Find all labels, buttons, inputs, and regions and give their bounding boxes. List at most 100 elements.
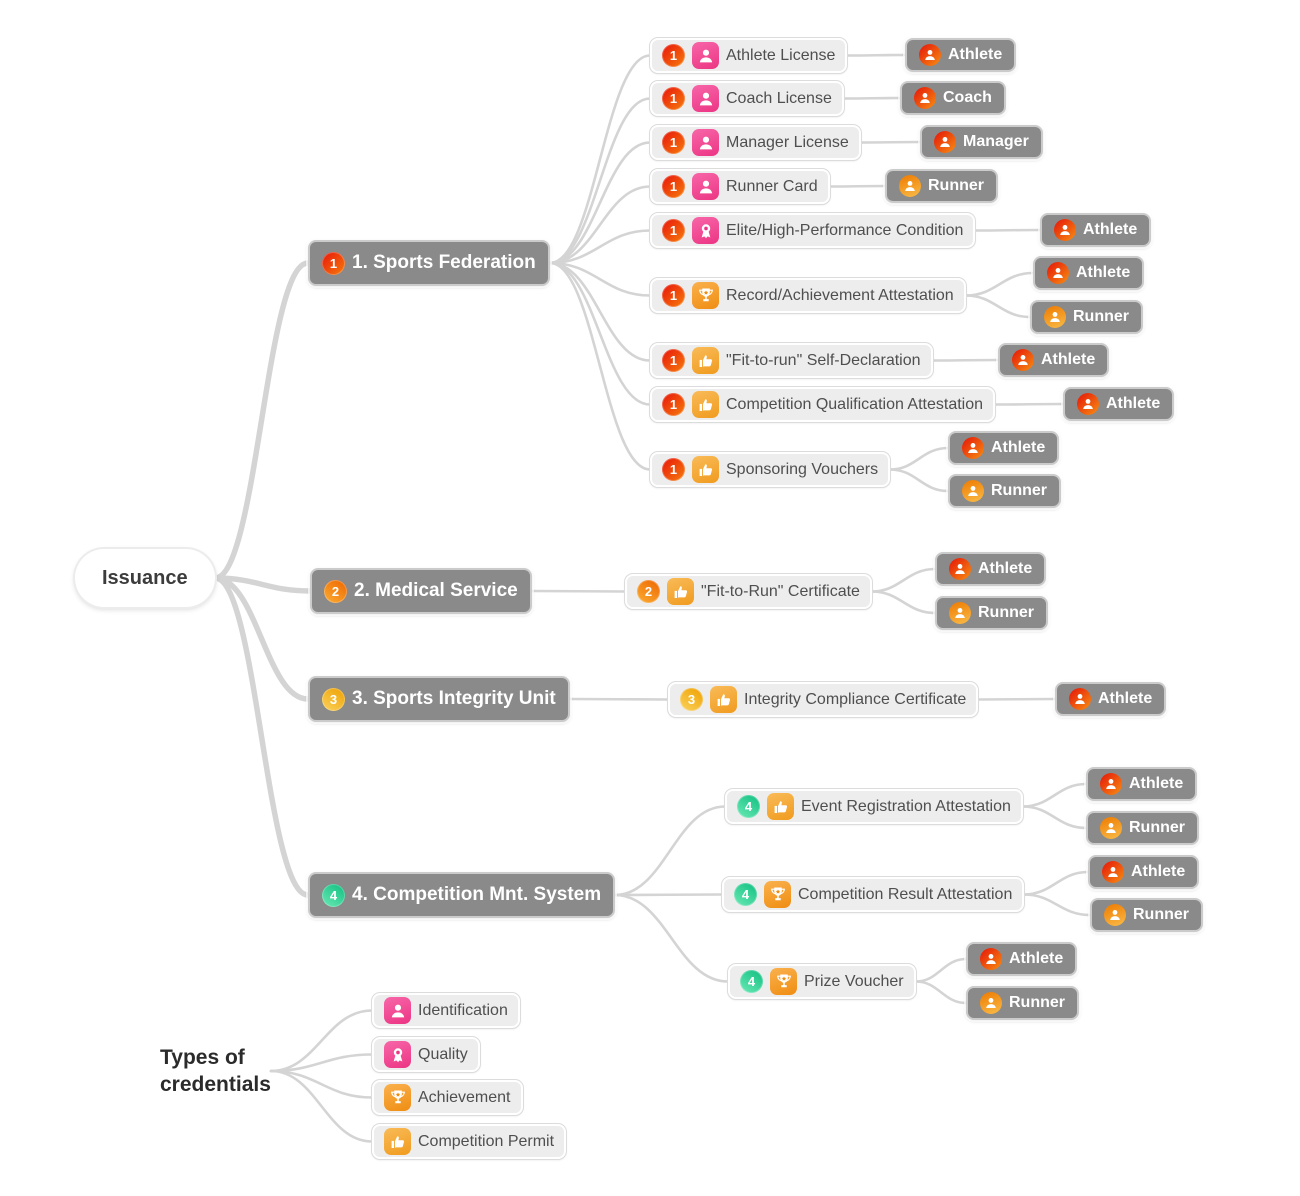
- node-prize-voucher[interactable]: 4 Prize Voucher: [728, 964, 916, 999]
- role-node-athlete[interactable]: Athlete: [1063, 387, 1175, 421]
- step-badge: 1: [662, 349, 685, 372]
- user-icon: [962, 480, 984, 502]
- user-icon: [980, 992, 1002, 1014]
- user-icon: [1077, 393, 1099, 415]
- node-label: Athlete License: [726, 46, 836, 64]
- achievement-icon: [692, 282, 719, 309]
- role-node-runner[interactable]: Runner: [948, 474, 1061, 508]
- role-node-athlete[interactable]: Athlete: [905, 38, 1017, 72]
- user-icon: [949, 558, 971, 580]
- role-node-runner[interactable]: Runner: [1030, 300, 1143, 334]
- identification-icon: [384, 997, 411, 1024]
- quality-icon: [384, 1041, 411, 1068]
- user-icon: [934, 131, 956, 153]
- role-label: Runner: [1133, 906, 1189, 923]
- node-label: Event Registration Attestation: [801, 797, 1011, 815]
- role-label: Runner: [928, 177, 984, 194]
- identification-icon: [692, 85, 719, 112]
- role-node-coach[interactable]: Coach: [900, 81, 1006, 115]
- node-label: Coach License: [726, 89, 832, 107]
- role-label: Runner: [1129, 819, 1185, 836]
- legend-item-competition-permit[interactable]: Competition Permit: [372, 1124, 567, 1159]
- role-node-athlete[interactable]: Athlete: [935, 552, 1047, 586]
- step-badge: 1: [662, 44, 685, 67]
- role-node-athlete[interactable]: Athlete: [998, 343, 1110, 377]
- node-manager-license[interactable]: 1 Manager License: [650, 125, 861, 160]
- role-label: Athlete: [1106, 395, 1161, 412]
- achievement-icon: [764, 881, 791, 908]
- role-node-athlete[interactable]: Athlete: [948, 431, 1060, 465]
- user-icon: [1054, 219, 1076, 241]
- node-label: Runner Card: [726, 177, 818, 195]
- role-label: Athlete: [1041, 351, 1096, 368]
- step-badge: 3: [322, 687, 345, 711]
- node-label: Manager License: [726, 133, 849, 151]
- node-competition-result-attestation[interactable]: 4 Competition Result Attestation: [722, 877, 1025, 912]
- node-competition-qualification-attestation[interactable]: 1 Competition Qualification Attestation: [650, 387, 996, 422]
- legend-item-identification[interactable]: Identification: [372, 993, 520, 1028]
- branch-sports-federation[interactable]: 1 1. Sports Federation: [308, 240, 550, 286]
- role-node-runner[interactable]: Runner: [1090, 898, 1203, 932]
- node-athlete-license[interactable]: 1 Athlete License: [650, 38, 848, 73]
- identification-icon: [692, 129, 719, 156]
- identification-icon: [692, 42, 719, 69]
- user-icon: [1100, 773, 1122, 795]
- branch-sports-integrity-unit[interactable]: 3 3. Sports Integrity Unit: [308, 676, 570, 722]
- role-node-athlete[interactable]: Athlete: [966, 942, 1078, 976]
- node-fit-to-run-certificate[interactable]: 2 "Fit-to-Run" Certificate: [625, 574, 872, 609]
- root-node-issuance[interactable]: Issuance: [75, 549, 215, 607]
- node-label: Record/Achievement Attestation: [726, 286, 954, 304]
- legend-item-quality[interactable]: Quality: [372, 1037, 480, 1072]
- role-node-runner[interactable]: Runner: [1086, 811, 1199, 845]
- branch-label: 3. Sports Integrity Unit: [352, 688, 556, 709]
- branch-label: 2. Medical Service: [354, 580, 518, 601]
- node-coach-license[interactable]: 1 Coach License: [650, 81, 844, 116]
- node-elite-high-performance-condition[interactable]: 1 Elite/High-Performance Condition: [650, 213, 976, 248]
- user-icon: [1012, 349, 1034, 371]
- user-icon: [899, 175, 921, 197]
- node-fit-to-run-self-declaration[interactable]: 1 "Fit-to-run" Self-Declaration: [650, 343, 933, 378]
- role-label: Athlete: [978, 560, 1033, 577]
- achievement-icon: [384, 1084, 411, 1111]
- node-label: Competition Qualification Attestation: [726, 395, 984, 413]
- node-sponsoring-vouchers[interactable]: 1 Sponsoring Vouchers: [650, 452, 891, 487]
- role-node-athlete[interactable]: Athlete: [1033, 256, 1145, 290]
- role-node-runner[interactable]: Runner: [935, 596, 1048, 630]
- node-label: Competition Result Attestation: [798, 885, 1013, 903]
- step-badge: 1: [662, 175, 685, 198]
- user-icon: [1100, 817, 1122, 839]
- branch-medical-service[interactable]: 2 2. Medical Service: [310, 568, 532, 614]
- role-node-athlete[interactable]: Athlete: [1040, 213, 1152, 247]
- role-node-athlete[interactable]: Athlete: [1086, 767, 1198, 801]
- node-runner-card[interactable]: 1 Runner Card: [650, 169, 830, 204]
- user-icon: [1102, 861, 1124, 883]
- role-label: Athlete: [1129, 775, 1184, 792]
- role-label: Athlete: [1131, 863, 1186, 880]
- legend-item-achievement[interactable]: Achievement: [372, 1080, 523, 1115]
- competition-permit-icon: [667, 578, 694, 605]
- branch-competition-mnt-system[interactable]: 4 4. Competition Mnt. System: [308, 872, 616, 918]
- legend-label: Quality: [418, 1045, 468, 1063]
- quality-icon: [692, 217, 719, 244]
- node-label: Elite/High-Performance Condition: [726, 221, 964, 239]
- legend-label: Identification: [418, 1001, 508, 1019]
- node-record-achievement-attestation[interactable]: 1 Record/Achievement Attestation: [650, 278, 966, 313]
- legend-title-line1: Types of: [160, 1046, 245, 1069]
- role-node-runner[interactable]: Runner: [885, 169, 998, 203]
- competition-permit-icon: [692, 391, 719, 418]
- role-node-athlete[interactable]: Athlete: [1088, 855, 1200, 889]
- node-integrity-compliance-certificate[interactable]: 3 Integrity Compliance Certificate: [668, 682, 979, 717]
- user-icon: [962, 437, 984, 459]
- role-label: Runner: [978, 604, 1034, 621]
- step-badge: 2: [324, 579, 347, 603]
- node-label: "Fit-to-Run" Certificate: [701, 582, 860, 600]
- role-label: Athlete: [1083, 221, 1138, 238]
- legend-title[interactable]: Types of credentials: [160, 1044, 271, 1098]
- role-node-runner[interactable]: Runner: [966, 986, 1079, 1020]
- user-icon: [919, 44, 941, 66]
- role-label: Runner: [991, 482, 1047, 499]
- role-node-manager[interactable]: Manager: [920, 125, 1043, 159]
- node-event-registration-attestation[interactable]: 4 Event Registration Attestation: [725, 789, 1023, 824]
- role-node-athlete[interactable]: Athlete: [1055, 682, 1167, 716]
